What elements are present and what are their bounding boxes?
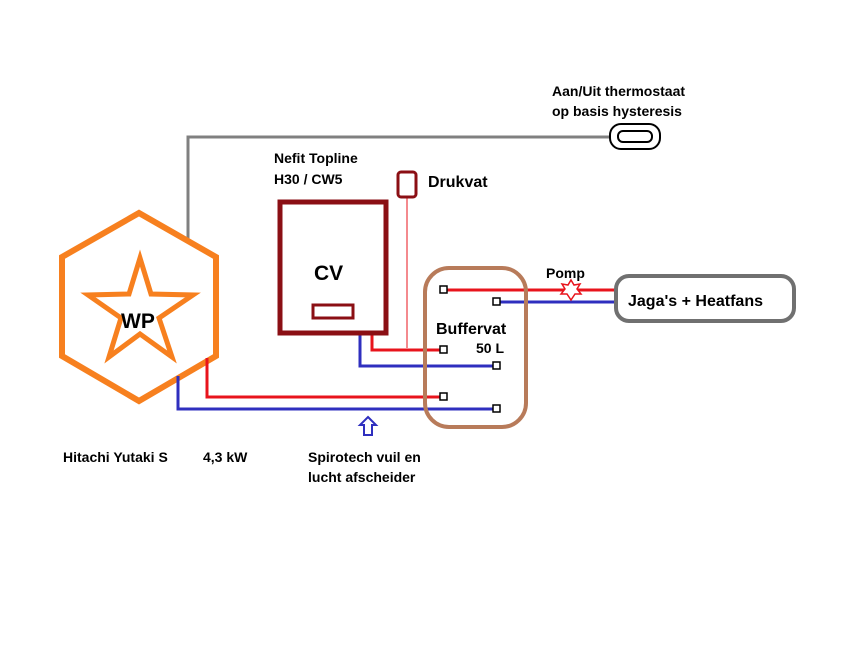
thermostat-label-line2: op basis hysteresis: [552, 103, 682, 119]
drukvat-label: Drukvat: [428, 174, 488, 191]
heatpump-supply-pipe: [205, 358, 440, 399]
buffer-vessel[interactable]: [423, 266, 528, 429]
boiler-label-line2: H30 / CW5: [274, 171, 343, 187]
thermostat[interactable]: [609, 123, 661, 150]
buffer-volume-label: 50 L: [476, 340, 504, 356]
port-supply-heatpump: [439, 392, 448, 401]
heatpump-label: WP: [121, 310, 155, 333]
pomp-label: Pomp: [546, 265, 585, 281]
buffer-label: Buffervat: [436, 321, 507, 338]
heatpump-power-label: 4,3 kW: [203, 449, 248, 465]
pump-icon[interactable]: [559, 278, 583, 302]
heatpump[interactable]: [59, 209, 219, 405]
thermostat-label-line1: Aan/Uit thermostaat: [552, 83, 685, 99]
boiler-label-line1: Nefit Topline: [274, 150, 358, 166]
flow-arrow-icon: [357, 415, 379, 436]
port-supply-boiler: [439, 345, 448, 354]
heatpump-return-pipe: [176, 376, 493, 411]
emitters-box[interactable]: [614, 274, 796, 323]
boiler-panel: [311, 303, 355, 320]
boiler-supply-pipe: [370, 333, 440, 352]
star-icon: [80, 249, 201, 364]
separator-label-line1: Spirotech vuil en: [308, 449, 421, 465]
thermostat-cable: [186, 135, 610, 246]
boiler-return-pipe: [358, 333, 493, 368]
port-return-emitter: [492, 297, 501, 306]
separator-label-line2: lucht afscheider: [308, 469, 416, 485]
cv-label: CV: [314, 262, 343, 285]
port-return-heatpump: [492, 404, 501, 413]
heatpump-model-label: Hitachi Yutaki S: [63, 449, 168, 465]
port-return-boiler: [492, 361, 501, 370]
boiler[interactable]: [277, 199, 389, 336]
emitters-label: Jaga's + Heatfans: [628, 293, 763, 310]
drukvat-vessel[interactable]: [396, 170, 418, 199]
port-supply-emitter: [439, 285, 448, 294]
